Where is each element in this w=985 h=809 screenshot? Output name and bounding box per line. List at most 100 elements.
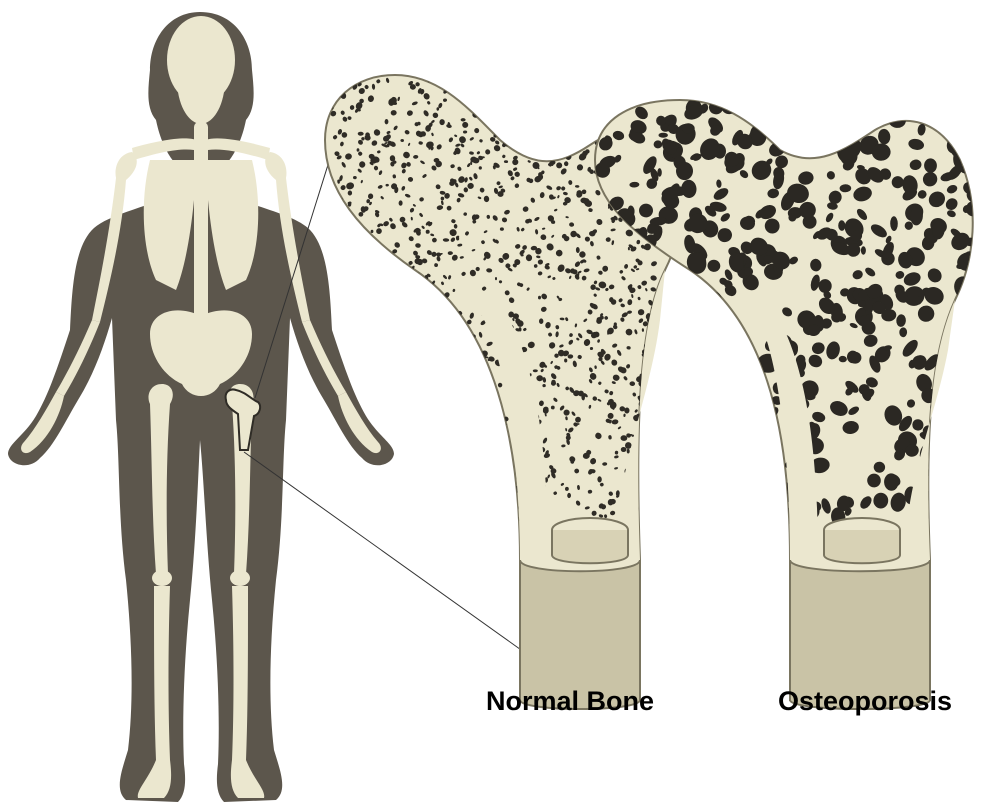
trabecula <box>468 424 474 431</box>
trabecula <box>721 348 732 357</box>
trabecula <box>380 297 385 300</box>
trabecula <box>408 273 412 278</box>
trabecula <box>505 105 510 110</box>
trabecula <box>423 339 427 342</box>
trabecula <box>405 323 413 330</box>
trabecula <box>365 353 369 356</box>
trabecula <box>533 369 538 372</box>
trabecula <box>528 147 531 151</box>
trabecula <box>336 254 342 258</box>
trabecula <box>464 89 469 93</box>
trabecula <box>364 276 369 283</box>
trabecula <box>368 381 377 390</box>
trabecula <box>650 420 668 432</box>
trabecula <box>385 401 392 408</box>
trabecula <box>656 478 664 486</box>
trabecula <box>352 336 358 341</box>
trabecula <box>488 119 493 123</box>
trabecula <box>721 416 733 427</box>
trabecula <box>677 463 698 486</box>
trabecula <box>422 510 427 516</box>
trabecula <box>426 462 431 465</box>
trabecula <box>672 323 674 327</box>
trabecula <box>654 468 668 481</box>
trabecula <box>724 377 736 390</box>
trabecula <box>672 491 678 498</box>
trabecula <box>621 91 627 97</box>
trabecula <box>331 436 338 442</box>
trabecula <box>375 494 382 501</box>
trabecula <box>438 343 445 349</box>
trabecula <box>753 489 767 503</box>
trabecula <box>676 457 682 464</box>
trabecula <box>484 498 488 502</box>
trabecula <box>750 366 761 376</box>
trabecula <box>657 323 677 343</box>
tibia-left <box>154 586 170 760</box>
trabecula <box>549 133 553 138</box>
trabecula <box>382 409 385 413</box>
trabecula <box>537 89 543 95</box>
trabecula <box>368 396 376 403</box>
trabecula <box>365 340 369 344</box>
trabecula <box>493 454 499 459</box>
trabecula <box>947 379 965 400</box>
trabecula <box>670 352 674 355</box>
normal-bone-canal <box>552 530 628 563</box>
trabecula <box>666 310 671 315</box>
trabecula <box>389 303 394 307</box>
trabecula <box>714 379 736 402</box>
trabecula <box>665 271 674 280</box>
trabecula <box>449 486 453 490</box>
trabecula <box>684 318 706 337</box>
trabecula <box>485 402 492 409</box>
trabecula <box>486 79 492 85</box>
trabecula <box>526 146 529 150</box>
trabecula <box>353 341 362 349</box>
trabecula <box>418 351 422 355</box>
trabecula <box>364 368 368 373</box>
trabecula <box>512 131 520 139</box>
trabecula <box>416 322 422 328</box>
trabecula <box>522 134 528 139</box>
trabecula <box>333 219 337 222</box>
trabecula <box>688 439 710 461</box>
trabecula <box>485 97 493 105</box>
trabecula <box>666 407 679 421</box>
trabecula <box>460 400 465 405</box>
trabecula <box>570 118 579 126</box>
trabecula <box>504 111 511 119</box>
trabecula <box>374 268 382 276</box>
trabecula <box>539 318 543 324</box>
trabecula <box>621 90 627 96</box>
trabecula <box>366 288 371 293</box>
trabecula <box>440 453 445 458</box>
trabecula <box>363 261 369 267</box>
trabecula <box>346 293 353 300</box>
trabecula <box>594 115 600 121</box>
trabecula <box>651 486 658 493</box>
trabecula <box>450 427 459 436</box>
trabecula <box>483 486 488 491</box>
trabecula <box>412 363 418 369</box>
trabecula <box>557 82 561 86</box>
trabecula <box>674 388 679 394</box>
trabecula <box>416 421 421 426</box>
trabecula <box>502 476 508 481</box>
trabecula <box>654 413 660 419</box>
trabecula <box>357 505 363 510</box>
trabecula <box>356 233 359 237</box>
trabecula <box>450 84 455 91</box>
trabecula <box>422 353 427 358</box>
trabecula <box>411 395 418 401</box>
trabecula <box>478 493 483 498</box>
trabecula <box>495 277 497 280</box>
trabecula <box>681 274 697 294</box>
trabecula <box>677 363 699 385</box>
trabecula <box>664 427 671 435</box>
trabecula <box>644 495 661 506</box>
trabecula <box>673 264 682 272</box>
trabecula <box>489 439 495 446</box>
trabecula <box>796 91 810 109</box>
trabecula <box>337 443 344 451</box>
